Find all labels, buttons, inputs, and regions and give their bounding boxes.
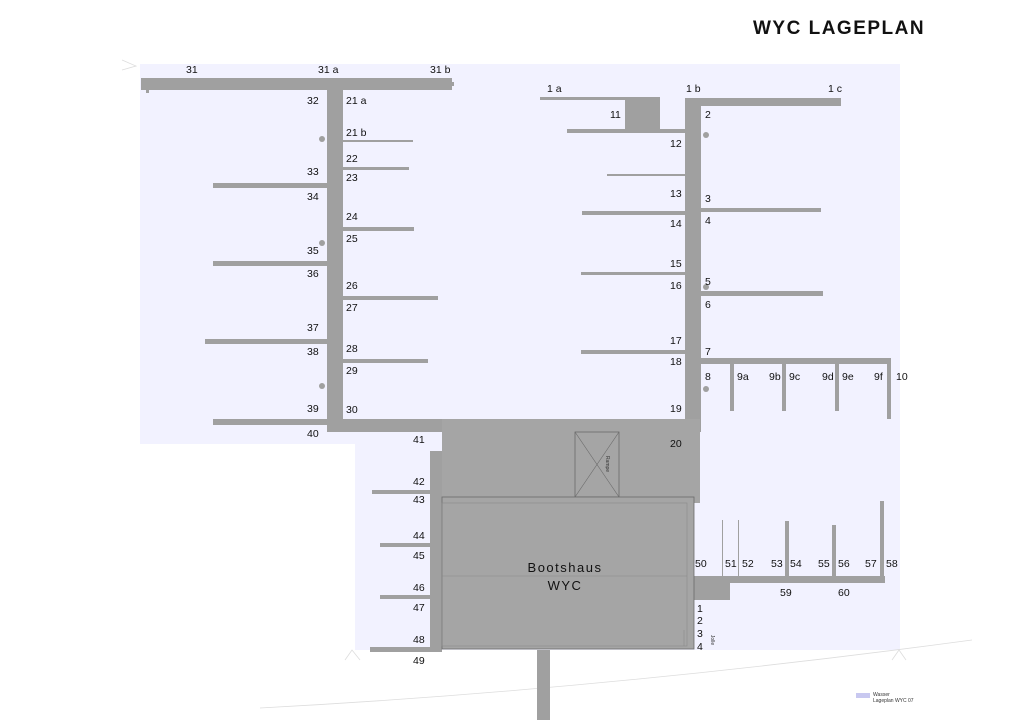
- berth-label: 23: [346, 172, 358, 184]
- berth-label: 60: [838, 587, 850, 599]
- berth-label: 18: [670, 356, 682, 368]
- berth-label: 27: [346, 302, 358, 314]
- berth-label: 16: [670, 280, 682, 292]
- berth-label: 54: [790, 558, 802, 570]
- berth-label: 26: [346, 280, 358, 292]
- berth-label: 4: [697, 641, 703, 653]
- berth-label: 55: [818, 558, 830, 570]
- berth-label: 57: [865, 558, 877, 570]
- berth-label: 33: [307, 166, 319, 178]
- berth-label: 1 c: [828, 83, 842, 95]
- berth-label: 20: [670, 438, 682, 450]
- water-swatch: [856, 693, 870, 698]
- berth-label: 46: [413, 582, 425, 594]
- berth-label: 21 a: [346, 95, 367, 107]
- berth-label: 3: [697, 628, 703, 640]
- berth-label: 1: [697, 603, 703, 615]
- docks: [141, 78, 891, 720]
- berth-label: 9e: [842, 371, 854, 383]
- berth-label: 36: [307, 268, 319, 280]
- berth-label: 9a: [737, 371, 749, 383]
- berth-label: 1 a: [547, 83, 562, 95]
- boathouse-label-line1: Bootshaus: [528, 560, 603, 575]
- berth-label: 31 b: [430, 64, 451, 76]
- berth-label: 58: [886, 558, 898, 570]
- map-legend: Wasser Lageplan WYC 07: [856, 692, 914, 704]
- berth-label: 39: [307, 403, 319, 415]
- berth-label: 59: [780, 587, 792, 599]
- berth-label: 29: [346, 365, 358, 377]
- shoreline: [121, 59, 973, 709]
- berth-label: 49: [413, 655, 425, 667]
- berth-label: 11: [610, 109, 621, 121]
- berth-label: 13: [670, 188, 682, 200]
- boathouse-building: Bootshaus WYC Rampe Jolle: [441, 419, 715, 650]
- berth-label: 37: [307, 322, 319, 334]
- berth-label: 12: [670, 138, 682, 150]
- berth-label: 25: [346, 233, 358, 245]
- berth-label: 7: [705, 346, 711, 358]
- berth-label: 9d: [822, 371, 834, 383]
- berth-label: 43: [413, 494, 425, 506]
- berth-label: 28: [346, 343, 358, 355]
- berth-label: 35: [307, 245, 319, 257]
- berth-label: 41: [413, 434, 425, 446]
- berth-label: 9c: [789, 371, 800, 383]
- berth-labels: 31 31 a 31 b 32 21 a 21 b 22 23 24 25 26…: [186, 64, 908, 667]
- berth-label: 50: [695, 558, 707, 570]
- legend-line2: Lageplan WYC 07: [873, 698, 914, 704]
- berth-label: 3: [705, 193, 711, 205]
- berth-label: 21 b: [346, 127, 367, 139]
- berth-label: 15: [670, 258, 682, 270]
- berth-label: 2: [705, 109, 711, 121]
- berth-label: 31: [186, 64, 198, 76]
- berth-label: 40: [307, 428, 319, 440]
- berth-label: 14: [670, 218, 682, 230]
- berth-label: 4: [705, 215, 711, 227]
- slip-label: Jolle: [709, 635, 715, 646]
- berth-label: 6: [705, 299, 711, 311]
- berth-label: 1 b: [686, 83, 701, 95]
- berth-label: 56: [838, 558, 850, 570]
- berth-label: 51: [725, 558, 737, 570]
- berth-label: 24: [346, 211, 358, 223]
- boathouse-label-line2: WYC: [548, 578, 583, 593]
- berth-label: 53: [771, 558, 783, 570]
- berth-label: 5: [705, 276, 711, 288]
- berth-label: 9f: [874, 371, 883, 383]
- berth-label: 45: [413, 550, 425, 562]
- berth-label: 42: [413, 476, 425, 488]
- berth-label: 8: [705, 371, 711, 383]
- berth-label: 52: [742, 558, 754, 570]
- berth-label: 9b: [769, 371, 781, 383]
- legend-line1: Wasser: [873, 692, 890, 698]
- berth-label: 10: [896, 371, 908, 383]
- berth-label: 48: [413, 634, 425, 646]
- berth-label: 34: [307, 191, 319, 203]
- berth-label: 2: [697, 615, 703, 627]
- berth-label: 44: [413, 530, 425, 542]
- berth-label: 38: [307, 346, 319, 358]
- berth-label: 32: [307, 95, 319, 107]
- berth-label: 30: [346, 404, 358, 416]
- berth-label: 19: [670, 403, 682, 415]
- berth-label: 47: [413, 602, 425, 614]
- page-title: WYC LAGEPLAN: [753, 18, 926, 39]
- berth-label: 17: [670, 335, 682, 347]
- berth-label: 22: [346, 153, 358, 165]
- berth-label: 31 a: [318, 64, 339, 76]
- ramp-label: Rampe: [604, 456, 610, 472]
